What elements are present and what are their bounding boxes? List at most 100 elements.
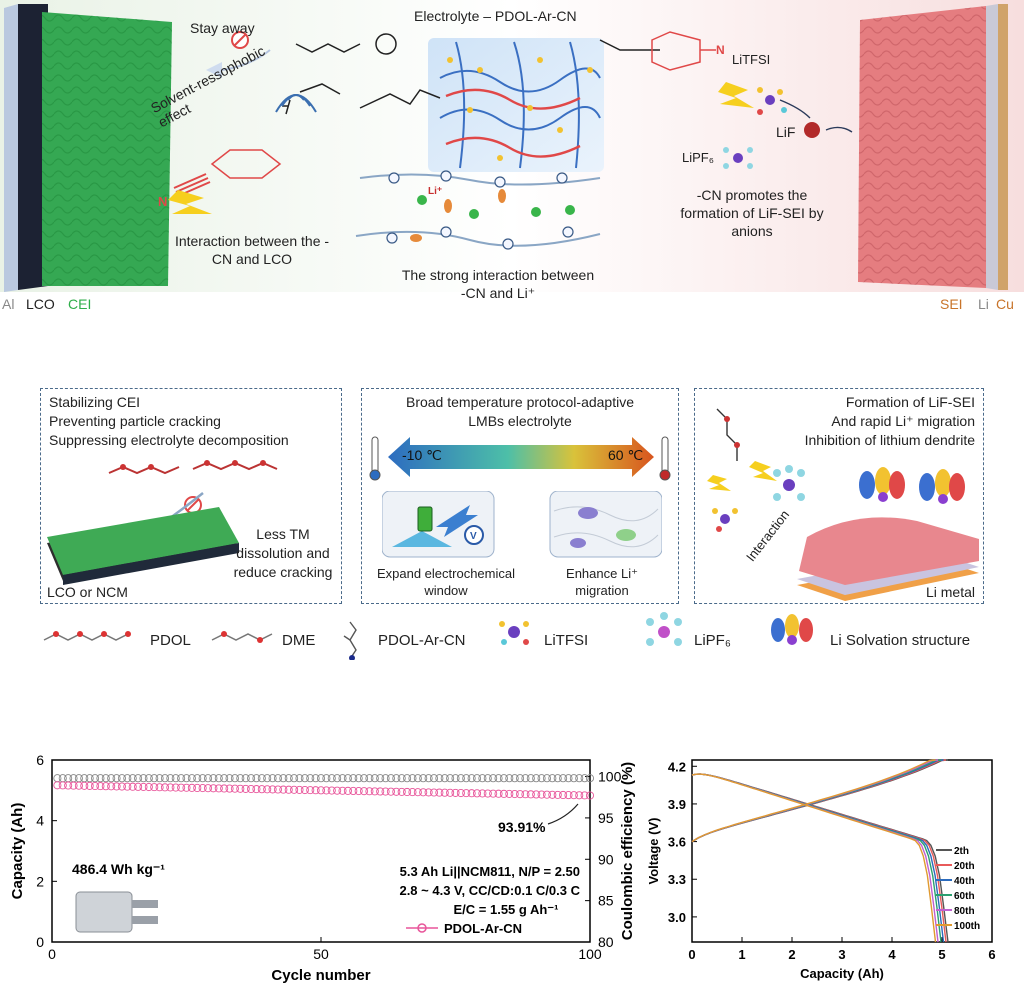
ce-point: [128, 774, 137, 783]
capacity-point: [139, 782, 148, 791]
capacity-point: [80, 781, 89, 790]
lipf6-molecule-icon: [646, 612, 682, 646]
x-tick-label: 0: [48, 946, 56, 962]
ce-point: [177, 774, 186, 783]
capacity-point: [413, 788, 422, 797]
ce-point: [413, 774, 422, 783]
capacity-point: [392, 787, 401, 796]
ce-point: [359, 774, 369, 783]
electrolyte-feature-box: Broad temperature protocol-adaptive LMBs…: [361, 388, 679, 604]
capacity-point: [74, 781, 83, 790]
battery-icon: [417, 506, 433, 532]
thermometer-cold-icon: [371, 436, 379, 474]
capacity-point: [548, 790, 557, 799]
cei-feature-line: Suppressing electrolyte decomposition: [49, 432, 289, 448]
ce-point: [419, 774, 428, 783]
ce-point: [134, 774, 143, 783]
ce-point: [123, 774, 132, 783]
ce-point: [144, 774, 153, 783]
sub-panels-graphic: V: [382, 491, 662, 558]
ce-point: [489, 774, 498, 783]
ce-point: [392, 774, 401, 783]
capacity-point: [123, 782, 132, 791]
legend-pdol-ar-cn: PDOL-Ar-CN: [378, 632, 466, 649]
capacity-point: [516, 790, 525, 799]
cei-label: CEI: [68, 296, 92, 312]
svg-text:N: N: [158, 194, 167, 209]
expand-window-label: Expand electrochemical window: [376, 566, 516, 598]
ce-point: [160, 774, 170, 783]
strong-interaction-label: The strong interaction between -CN and L…: [401, 267, 595, 301]
ce-point: [273, 774, 283, 783]
ce-point: [187, 774, 196, 783]
legend-label: 2th: [954, 846, 969, 857]
capacity-point: [532, 790, 541, 799]
x-tick-label: 5: [938, 947, 945, 962]
ce-point: [295, 774, 304, 783]
x-tick-label: 100: [578, 946, 602, 962]
capacity-point: [252, 785, 261, 794]
li-metal-graphic: [707, 408, 979, 601]
litfsi-molecule-icon: [499, 621, 529, 645]
ce-point: [532, 774, 541, 783]
ce-point: [585, 774, 595, 783]
x-tick-label: 1: [738, 947, 745, 962]
capacity-point: [462, 789, 471, 798]
ce-point: [198, 774, 207, 783]
ce-point: [214, 774, 223, 783]
ce-point: [252, 774, 261, 783]
capacity-point: [559, 790, 568, 800]
ce-point: [483, 774, 492, 783]
y2-tick-label: 90: [598, 851, 614, 867]
capacity-point: [569, 791, 578, 800]
legend-graphic: [43, 612, 813, 660]
ce-point: [300, 774, 309, 783]
capacity-point: [209, 784, 218, 793]
capacity-point: [273, 785, 283, 794]
ce-point: [542, 774, 552, 783]
li-metal-label: Li metal: [925, 584, 975, 600]
legend-litfsi: LiTFSI: [544, 632, 589, 649]
capacity-point: [203, 784, 213, 793]
ce-point: [290, 774, 299, 783]
capacity-point: [446, 788, 455, 797]
top-panel: N N: [0, 0, 1024, 320]
capacity-point: [542, 790, 552, 799]
capacity-point: [241, 784, 250, 793]
cn-promotes-label: -CN promotes the formation of LiF-SEI by…: [680, 187, 824, 239]
ce-point: [182, 774, 191, 783]
ce-point: [505, 774, 514, 783]
ce-point: [397, 774, 406, 783]
ce-point: [220, 774, 229, 783]
y-axis-label: Voltage (V): [646, 818, 661, 885]
ce-point: [209, 774, 218, 783]
capacity-point: [376, 787, 385, 796]
legend-label: 20th: [954, 861, 975, 872]
ce-point: [257, 774, 266, 783]
capacity-point: [526, 790, 535, 799]
y-tick-label: 4.2: [668, 759, 686, 774]
capacity-point: [365, 787, 374, 796]
substrate-label: LCO or NCM: [47, 584, 128, 600]
stay-away-label: Stay away: [190, 20, 255, 36]
capacity-point: [381, 787, 390, 796]
capacity-point: [370, 787, 379, 796]
capacity-point: [247, 784, 256, 794]
ce-point: [403, 774, 412, 783]
capacity-point: [300, 785, 309, 795]
ce-point: [155, 774, 164, 783]
capacity-point: [177, 783, 186, 792]
capacity-point: [268, 785, 277, 794]
capacity-point: [386, 787, 395, 796]
capacity-point: [198, 784, 207, 793]
ce-point: [107, 774, 116, 783]
lco-label: LCO: [26, 296, 55, 312]
capacity-point: [263, 785, 272, 794]
ce-point: [381, 774, 390, 783]
legend-lipf6: LiPF₆: [694, 632, 731, 649]
ce-point: [311, 774, 320, 783]
ce-point: [101, 774, 110, 783]
x-tick-label: 4: [888, 947, 896, 962]
y2-tick-label: 85: [598, 893, 614, 909]
capacity-point: [467, 789, 476, 798]
